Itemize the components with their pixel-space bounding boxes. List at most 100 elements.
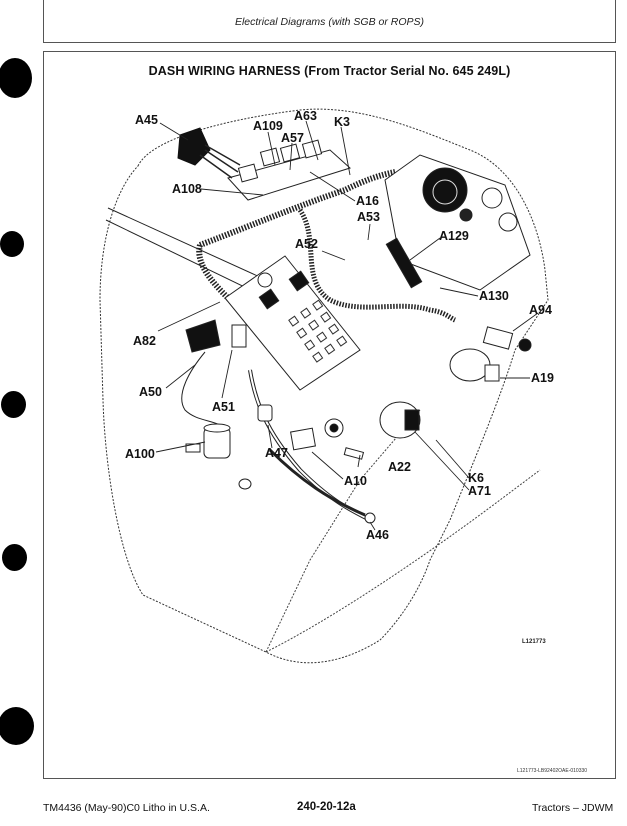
callout-A51: A51 xyxy=(212,400,235,414)
callout-A82: A82 xyxy=(133,334,156,348)
header-frame-left xyxy=(43,0,44,42)
callout-A94: A94 xyxy=(529,303,552,317)
callout-A16: A16 xyxy=(356,194,379,208)
callout-A109: A109 xyxy=(253,119,283,133)
leader-A22 xyxy=(357,454,361,468)
binder-hole-3 xyxy=(1,391,26,418)
tachometer-gauge xyxy=(422,167,468,213)
leader-A10 xyxy=(311,451,344,480)
leader-A108 xyxy=(200,188,264,196)
header-frame-bottom xyxy=(43,42,616,43)
leader-A82 xyxy=(157,301,221,332)
callout-A52: A52 xyxy=(295,237,318,251)
cable-A46 xyxy=(268,448,366,517)
callout-A19: A19 xyxy=(531,371,554,385)
leader-A16 xyxy=(309,171,356,202)
bezel-center xyxy=(329,423,339,433)
callout-A71: A71 xyxy=(468,484,491,498)
cigar-lighter-knob xyxy=(518,338,532,352)
housing-inner-edge xyxy=(265,409,421,653)
callout-A100: A100 xyxy=(125,447,155,461)
reservoir-cap xyxy=(203,423,231,433)
callout-A63: A63 xyxy=(294,109,317,123)
dash-housing-outline xyxy=(99,108,549,664)
leader-A130 xyxy=(439,287,479,297)
main-harness xyxy=(198,169,396,248)
connector-A51 xyxy=(231,324,247,348)
callout-A53: A53 xyxy=(357,210,380,224)
leader-A45 xyxy=(159,122,189,141)
callout-A57: A57 xyxy=(281,131,304,145)
binder-hole-2 xyxy=(0,231,24,257)
figure-frame-right xyxy=(615,51,616,778)
callout-A47: A47 xyxy=(265,446,288,460)
support-rail-1 xyxy=(107,207,263,279)
figure-frame-bottom xyxy=(43,778,616,779)
footer-manual-info: TM4436 (May-90)C0 Litho in U.S.A. xyxy=(43,802,210,814)
relay-A63 xyxy=(301,139,323,159)
connector-A130 xyxy=(385,237,423,289)
callout-A22: A22 xyxy=(388,460,411,474)
leader-A71 xyxy=(414,431,470,491)
illustration-id: L121773 xyxy=(522,639,546,645)
knob xyxy=(257,272,273,288)
callout-A129: A129 xyxy=(439,229,469,243)
leader-A47 xyxy=(267,424,273,449)
binder-hole-4 xyxy=(2,544,27,571)
callout-A46: A46 xyxy=(366,528,389,542)
cigar-lighter-A94 xyxy=(482,326,514,350)
leader-A50 xyxy=(165,364,196,389)
leader-A63 xyxy=(305,120,319,161)
footer-product: Tractors – JDWM xyxy=(532,802,614,814)
leader-A100 xyxy=(155,441,206,453)
connector-A46 xyxy=(364,512,376,524)
fuel-gauge xyxy=(481,187,503,209)
sensor-A22 xyxy=(343,447,365,460)
connector-A45-wires xyxy=(199,144,241,179)
temp-gauge xyxy=(498,212,518,232)
leader-A57 xyxy=(289,142,293,171)
callout-A45: A45 xyxy=(135,113,158,127)
leader-A46 xyxy=(369,521,376,531)
switch-2 xyxy=(288,270,310,292)
wire-A50-loop xyxy=(181,351,221,426)
callout-A108: A108 xyxy=(172,182,202,196)
relay-A109 xyxy=(259,147,281,167)
leader-A52 xyxy=(321,250,346,261)
figure-frame-left xyxy=(43,51,44,778)
switch-1 xyxy=(258,288,280,310)
harness-branch-left xyxy=(196,244,233,303)
callout-A130: A130 xyxy=(479,289,509,303)
leader-A53 xyxy=(367,223,371,241)
switch-A10 xyxy=(290,427,316,451)
switch-K6-A71-knob xyxy=(404,409,420,431)
support-rail-2 xyxy=(105,219,256,293)
relay-A57 xyxy=(279,143,301,163)
connector-A50-block xyxy=(185,319,221,353)
tachometer-face-ring xyxy=(432,179,458,205)
figure-frame-top xyxy=(43,51,616,52)
leader-A129 xyxy=(409,237,441,261)
reference-id: L121773-LB92402OAE-010330 xyxy=(517,768,588,774)
header-title: Electrical Diagrams (with SGB or ROPS) xyxy=(234,16,425,28)
callout-K6: K6 xyxy=(468,471,484,485)
ignition-key xyxy=(484,364,500,382)
callout-A10: A10 xyxy=(344,474,367,488)
relay-A108 xyxy=(237,163,259,183)
leader-A109 xyxy=(267,131,276,166)
connector-A47 xyxy=(257,404,273,422)
leader-K3 xyxy=(340,126,351,176)
keypad-grid xyxy=(288,299,348,363)
ignition-A19-body xyxy=(449,348,491,382)
harness-branch-center xyxy=(297,208,457,323)
leader-A94 xyxy=(512,312,539,332)
indicator-lamp xyxy=(459,208,473,222)
leader-A51 xyxy=(221,349,233,399)
binder-hole-5 xyxy=(0,707,34,745)
figure-title: DASH WIRING HARNESS (From Tractor Serial… xyxy=(148,64,511,78)
footer-page-number: 240-20-12a xyxy=(297,801,356,813)
callout-A50: A50 xyxy=(139,385,162,399)
grommet xyxy=(238,478,252,490)
callout-K3: K3 xyxy=(334,115,350,129)
